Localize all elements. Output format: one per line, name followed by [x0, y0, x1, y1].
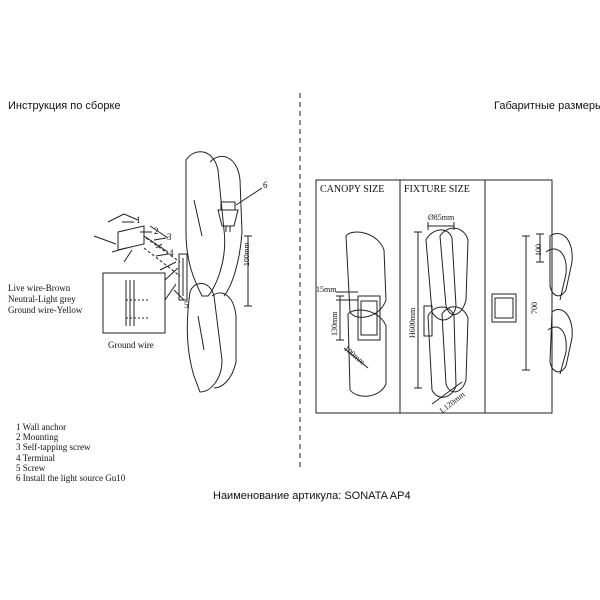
- callout-line-4: [155, 253, 169, 257]
- fixture-height-label: H600mm: [408, 307, 417, 338]
- gu10-lamp: [217, 201, 239, 232]
- canopy-depth-label: 15mm: [316, 285, 337, 294]
- wire-colors: Live wire-Brown Neutral-Light grey Groun…: [8, 283, 82, 316]
- article-label: Наименование артикула:: [213, 490, 342, 502]
- callout-line-5: [173, 289, 185, 301]
- canopy-size-title: CANOPY SIZE: [320, 184, 385, 195]
- fixture-side-view: [185, 151, 243, 393]
- canopy-plate: [178, 253, 188, 301]
- fixture-diameter-label: Ø85mm: [428, 213, 455, 222]
- dimensions-heading: Габаритные размеры: [494, 100, 600, 112]
- fixture-front-drawing: [414, 222, 469, 405]
- canopy-height-label: 130mm: [330, 311, 339, 336]
- dim-100mm: [244, 235, 252, 307]
- ground-wire-caption: Ground wire: [108, 340, 154, 350]
- mounting-parts: [93, 213, 181, 277]
- callout-5: 5: [184, 300, 189, 310]
- canopy-drawing: [336, 231, 387, 397]
- callout-1: 1: [136, 215, 141, 225]
- fixture-side-drawing: [491, 233, 573, 375]
- neutral-wire-label: Neutral-Light grey: [8, 294, 76, 304]
- part-item: 3 Self-tapping screw: [16, 442, 91, 453]
- part-item: 4 Terminal: [16, 452, 55, 463]
- size-table-frame: [315, 179, 553, 414]
- part-item: 6 Install the light source Gu10: [16, 473, 126, 484]
- side-overall-label: 700: [530, 302, 539, 314]
- callout-line-6: [235, 187, 263, 206]
- article-footer: Наименование артикула: SONATA AP4: [213, 490, 411, 502]
- part-item: 1 Wall anchor: [16, 422, 67, 432]
- callout-6: 6: [263, 180, 268, 190]
- callout-4: 4: [169, 248, 174, 258]
- callout-line-3: [153, 237, 167, 241]
- ground-wire-label: Ground wire-Yellow: [8, 305, 83, 315]
- parts-list: 1 Wall anchor 2 Mounting 3 Self-tapping …: [16, 422, 125, 483]
- part-item: 5 Screw: [16, 462, 46, 473]
- callout-3: 3: [167, 232, 172, 242]
- article-name: SONATA AP4: [344, 490, 411, 502]
- side-top-label: 100: [534, 244, 543, 256]
- fixture-size-title: FIXTURE SIZE: [404, 184, 470, 195]
- live-wire-label: Live wire-Brown: [8, 283, 71, 293]
- part-item: 2 Mounting: [16, 432, 59, 443]
- callout-2: 2: [154, 226, 159, 236]
- dim-100mm-label: 100mm: [244, 242, 251, 266]
- terminal-inset: [102, 267, 179, 334]
- assembly-heading: Инструкция по сборке: [8, 100, 121, 112]
